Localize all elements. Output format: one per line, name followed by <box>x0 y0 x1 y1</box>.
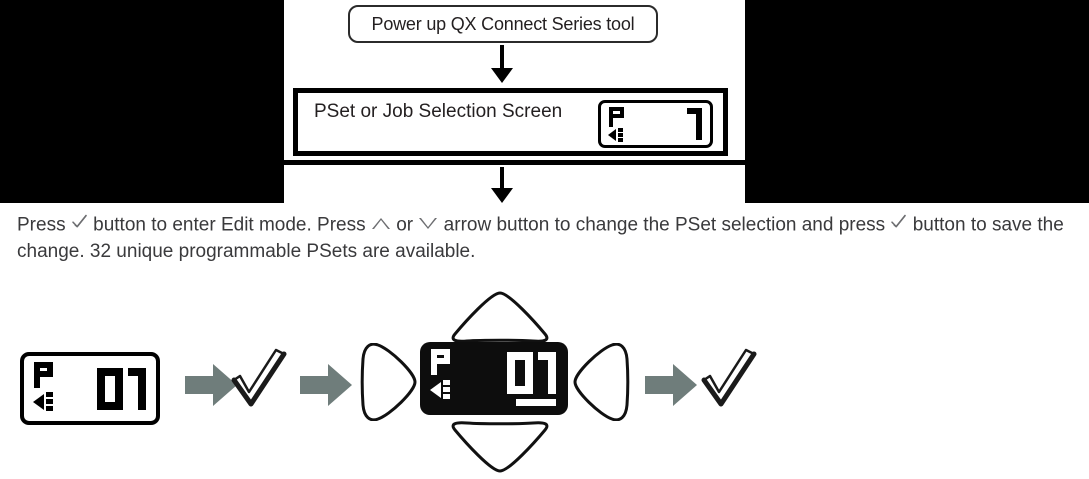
flow-step-power-up-label: Power up QX Connect Series tool <box>371 13 635 34</box>
paragraph-text-3: arrow button to change the PSet selectio… <box>443 214 886 236</box>
seg-digit <box>538 352 556 394</box>
up-arrow-button-icon <box>371 217 390 229</box>
instruction-paragraph: Press button to enter Edit mode. Press o… <box>17 212 1072 266</box>
seg-digit <box>128 368 146 410</box>
nav-down-button[interactable] <box>445 420 555 479</box>
edit-cursor-underline <box>516 399 556 406</box>
nav-right-button[interactable] <box>572 342 630 426</box>
arrow-head <box>491 68 513 83</box>
arrow-shaft <box>500 167 504 189</box>
pset-edit-sequence-diagram <box>0 286 1089 479</box>
pset-mode-icon <box>34 362 53 388</box>
flow-step-inner-frame: PSet or Job Selection Screen <box>298 93 723 151</box>
paragraph-text-or: or <box>396 214 414 236</box>
lcd-display-small <box>598 100 713 148</box>
flowchart-lower-panel <box>284 165 745 203</box>
down-arrow-button-icon <box>419 217 438 229</box>
back-arrow-icon <box>430 380 452 400</box>
right-arrow-icon <box>645 364 697 411</box>
lcd-display-edit-mode <box>420 342 568 415</box>
paragraph-text-5: the change. 32 unique programmable PSets… <box>17 214 1064 263</box>
down-arrow-icon <box>491 45 513 83</box>
paragraph-text-1: Press <box>17 214 66 236</box>
nav-left-button[interactable] <box>360 342 418 426</box>
pset-mode-icon <box>609 107 624 127</box>
check-button-icon <box>228 348 290 415</box>
top-black-band: Power up QX Connect Series tool PSet or … <box>0 0 1089 203</box>
check-button-icon <box>890 211 907 238</box>
seg-digit <box>687 108 702 140</box>
lcd-value-small <box>687 108 702 140</box>
flowchart-divider-rule <box>284 160 745 165</box>
navigation-pad <box>360 286 640 479</box>
arrow-head <box>491 188 513 203</box>
back-arrow-icon <box>33 392 55 412</box>
right-arrow-icon <box>185 364 237 411</box>
pset-mode-icon <box>431 349 450 375</box>
paragraph-text-4: button to save <box>912 214 1033 236</box>
seg-digit <box>97 368 123 410</box>
lcd-value-edit-mode <box>507 352 556 394</box>
seg-digit <box>507 352 533 394</box>
lcd-display-step1 <box>20 352 160 425</box>
back-arrow-icon <box>608 128 625 142</box>
arrow-shaft <box>500 45 504 69</box>
check-button-icon <box>698 348 760 415</box>
nav-up-button[interactable] <box>445 290 555 349</box>
right-arrow-icon <box>300 364 352 411</box>
flowchart-upper-panel: Power up QX Connect Series tool PSet or … <box>284 0 745 160</box>
flow-step-pset-selection-label: PSet or Job Selection Screen <box>314 101 563 122</box>
flowchart-column: Power up QX Connect Series tool PSet or … <box>284 0 745 203</box>
flow-step-power-up: Power up QX Connect Series tool <box>348 5 658 43</box>
down-arrow-icon <box>491 167 513 203</box>
check-button-icon <box>71 211 88 238</box>
lcd-value-step1 <box>97 368 146 410</box>
paragraph-text-2: button to enter Edit mode. Press <box>93 214 366 236</box>
flow-step-pset-selection: PSet or Job Selection Screen <box>293 88 728 156</box>
